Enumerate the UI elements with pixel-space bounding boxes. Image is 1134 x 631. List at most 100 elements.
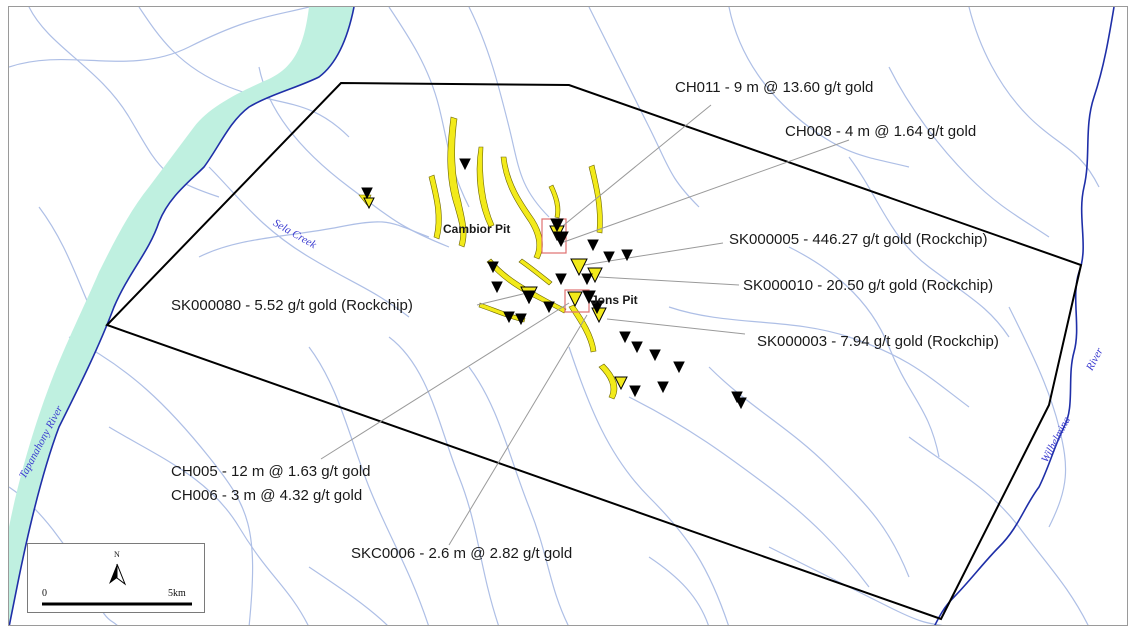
stream <box>648 556 709 625</box>
stream <box>908 436 1089 625</box>
stream <box>138 7 350 138</box>
mineralization-trace <box>548 184 561 219</box>
sample-marker-icon <box>543 301 555 314</box>
mineralization-trace <box>518 258 553 286</box>
map-frame: Sela Creek Tapanahony River Wilhelmina R… <box>8 6 1128 626</box>
callout-ch008: CH008 - 4 m @ 1.64 g/t gold <box>785 123 977 140</box>
callout-sk000003: SK000003 - 7.94 g/t gold (Rockchip) <box>757 333 999 350</box>
river-body <box>9 7 354 625</box>
mineralization-trace <box>588 164 603 234</box>
leader-line-ch008 <box>560 139 850 244</box>
stream <box>588 7 700 208</box>
stream <box>308 346 429 625</box>
sample-marker-icon <box>581 273 593 286</box>
mineralization-trace <box>447 116 467 248</box>
callout-sk000005: SK000005 - 446.27 g/t gold (Rockchip) <box>729 231 988 248</box>
leader-lines <box>320 104 850 546</box>
stream <box>1008 306 1067 528</box>
sample-marker-icon <box>614 376 628 391</box>
wilhelmina-river <box>934 7 1115 625</box>
cambior-pit-label: Cambior Pit <box>443 222 511 236</box>
sample-marker-icon <box>515 313 527 326</box>
sample-marker-icon <box>491 281 503 294</box>
stream <box>888 66 1050 238</box>
mineralization-trace <box>568 304 597 353</box>
sample-marker-icon <box>363 197 375 210</box>
callout-ch005: CH005 - 12 m @ 1.63 g/t gold <box>171 463 371 480</box>
sample-marker-icon <box>555 273 567 286</box>
leader-line-sk000080 <box>476 292 528 306</box>
sample-marker-icon <box>522 290 536 305</box>
scale-bar: N 0 5km <box>27 543 205 613</box>
sample-marker-icon <box>587 239 599 252</box>
callout-ch011: CH011 - 9 m @ 13.60 g/t gold <box>675 79 874 96</box>
mineralization-trace <box>598 363 618 400</box>
sample-marker-icon <box>553 231 569 248</box>
sample-marker-icon <box>487 261 499 274</box>
concession-boundary <box>105 81 1083 621</box>
stream <box>468 366 569 625</box>
streams <box>9 7 1100 625</box>
leader-line-sk000010 <box>598 276 740 286</box>
river-edge <box>934 7 1115 625</box>
sample-marker-icon <box>459 158 471 171</box>
leader-line-sk000005 <box>583 242 724 266</box>
sample-marker-icon <box>582 290 596 305</box>
callout-skc0006: SKC0006 - 2.6 m @ 2.82 g/t gold <box>351 545 573 562</box>
north-arrow-icon <box>109 563 127 586</box>
stream <box>668 306 970 408</box>
mineralization-trace <box>478 302 526 323</box>
stream <box>968 7 1100 188</box>
stream <box>388 336 499 625</box>
callout-sk000080: SK000080 - 5.52 g/t gold (Rockchip) <box>171 297 413 314</box>
stream <box>108 426 309 625</box>
scale-bar-graphic <box>42 563 192 606</box>
callout-ch006: CH006 - 3 m @ 4.32 g/t gold <box>171 487 363 504</box>
north-label: N <box>114 550 120 559</box>
callout-sk000010: SK000010 - 20.50 g/t gold (Rockchip) <box>743 277 994 294</box>
sample-marker-icon <box>503 311 515 324</box>
sample-markers <box>361 158 747 410</box>
mineralization-trace <box>476 146 495 228</box>
sample-marker-icon <box>629 385 641 398</box>
stream <box>568 346 729 625</box>
sample-marker-icon <box>731 391 743 404</box>
sample-marker-icon <box>631 341 643 354</box>
stream <box>468 7 550 218</box>
sample-marker-icon <box>361 187 373 200</box>
stream <box>768 546 943 625</box>
mineralization <box>358 116 618 400</box>
leader-line-ch011 <box>558 104 712 230</box>
sample-marker-icon <box>649 349 661 362</box>
sample-marker-icon <box>590 300 604 315</box>
sample-marker-icon <box>657 381 669 394</box>
jons-pit-label: Jons Pit <box>591 293 638 307</box>
stream <box>728 7 910 168</box>
sample-marker-icon <box>673 361 685 374</box>
stream <box>258 66 450 248</box>
stream <box>628 396 870 588</box>
sample-marker-icon <box>550 218 564 233</box>
sample-marker-icon <box>735 397 747 410</box>
sample-marker-icon <box>621 249 633 262</box>
sample-marker-icon <box>603 251 615 264</box>
stream <box>198 221 430 258</box>
mineralization-trace <box>428 174 442 240</box>
mineralization-trace <box>486 258 567 314</box>
sample-marker-icon <box>570 258 588 277</box>
stream <box>788 246 940 458</box>
stream <box>9 7 310 68</box>
map-canvas <box>9 7 1115 625</box>
stream <box>308 566 388 625</box>
scale-start-label: 0 <box>42 588 47 599</box>
leader-line-ch005 <box>320 302 570 460</box>
sample-marker-icon <box>619 331 631 344</box>
sample-marker-icon <box>567 291 583 308</box>
river-edge <box>9 7 355 625</box>
leader-line-skc0006 <box>448 314 588 546</box>
scale-end-label: 5km <box>168 588 186 599</box>
tapanahony-river <box>9 7 355 625</box>
stream <box>68 336 254 625</box>
mineralization-trace <box>500 156 543 260</box>
leader-line-sk000003 <box>606 318 746 335</box>
